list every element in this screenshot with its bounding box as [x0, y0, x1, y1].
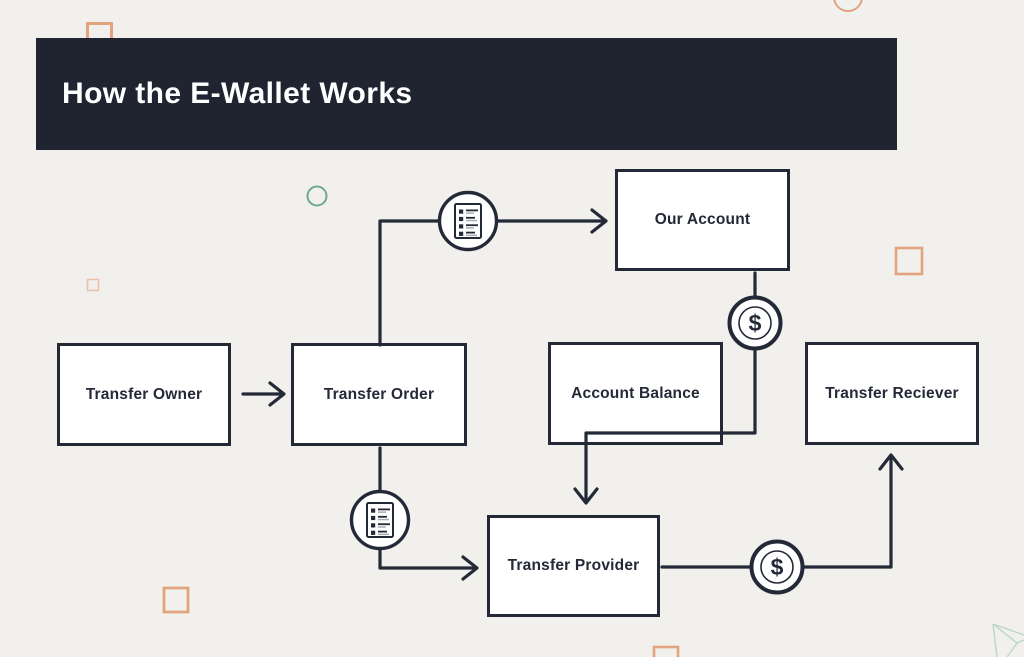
node-label: Transfer Provider [507, 557, 640, 574]
decor-square-bottom-center [652, 645, 680, 657]
dollar-coin-icon: $ [749, 539, 805, 595]
connector-owner-to-order [241, 381, 286, 407]
checklist-document-icon [349, 489, 411, 551]
connector-provider-to-reciever [660, 453, 904, 569]
connector-order-to-our-account [378, 208, 608, 347]
decor-square-bottom-left [162, 586, 190, 614]
decor-square-small-left [86, 278, 100, 292]
dollar-glyph: $ [749, 310, 762, 336]
dollar-coin-icon: $ [727, 295, 783, 351]
node-label: Transfer Order [323, 385, 435, 403]
node-account-balance: Account Balance [548, 342, 723, 445]
paper-plane-icon [992, 623, 1024, 657]
node-our-account: Our Account [615, 169, 790, 271]
node-label: Transfer Reciever [825, 384, 959, 402]
node-transfer-reciever: Transfer Reciever [805, 342, 979, 445]
decor-circle-top-right [833, 0, 863, 12]
checklist-document-icon [437, 190, 499, 252]
decor-square-right [894, 246, 924, 276]
connector-order-to-provider [378, 446, 479, 581]
node-transfer-provider: Transfer Provider [487, 515, 660, 617]
node-label: Account Balance [571, 384, 700, 402]
node-transfer-owner: Transfer Owner [57, 343, 231, 446]
node-label: Our Account [654, 211, 751, 228]
node-transfer-order: Transfer Order [291, 343, 467, 446]
page-title: How the E-Wallet Works [62, 77, 413, 110]
dollar-glyph: $ [771, 554, 784, 580]
node-label: Transfer Owner [85, 385, 203, 403]
decor-circle-green [306, 185, 328, 207]
title-bar: How the E-Wallet Works [36, 38, 897, 150]
